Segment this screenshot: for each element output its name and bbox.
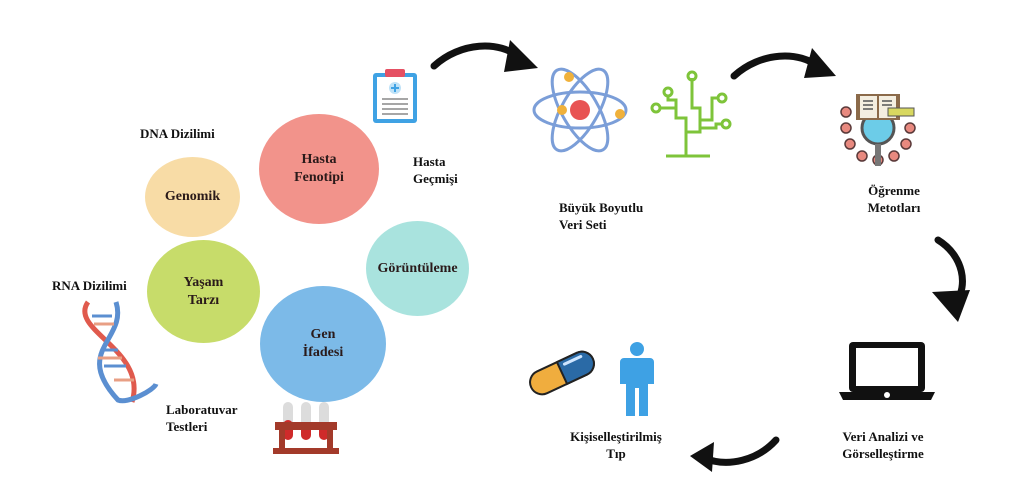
- label-laboratuvar-testleri: Laboratuvar Testleri: [166, 402, 238, 434]
- learning-book-magnifier-icon: [840, 94, 916, 166]
- arrow-to-dataset-icon: [430, 40, 538, 72]
- arrow-to-analysis-icon: [932, 236, 970, 322]
- circle-yasam-tarzi: Yaşam Tarzı: [147, 240, 260, 343]
- circle-label: Hasta Fenotipi: [294, 152, 344, 185]
- label-rna-dizilimi: RNA Dizilimi: [52, 278, 127, 293]
- label-dna-dizilimi: DNA Dizilimi: [140, 126, 215, 141]
- clipboard-icon: [373, 69, 417, 123]
- circle-label: Görüntüleme: [377, 260, 458, 276]
- circle-genomik: Genomik: [145, 157, 240, 237]
- arrow-to-learning-icon: [730, 48, 836, 80]
- circle-label: Gen İfadesi: [302, 327, 344, 360]
- arrow-to-medicine-icon: [690, 436, 780, 472]
- dna-helix-icon: [82, 300, 159, 404]
- circle-label: Genomik: [164, 189, 221, 204]
- label-ogrenme-metotlari: Öğrenme Metotları: [867, 183, 921, 215]
- atom-icon: [532, 67, 628, 153]
- circle-hasta-fenotipi: Hasta Fenotipi: [259, 114, 379, 224]
- capsule-pill-icon: [529, 350, 595, 396]
- circuit-tree-icon: [650, 70, 732, 158]
- person-icon: [620, 342, 654, 416]
- laptop-icon: [839, 342, 935, 400]
- circle-label: Yaşam Tarzı: [183, 274, 224, 308]
- label-hasta-gecmisi: Hasta Geçmişi: [413, 154, 458, 186]
- test-tubes-icon: [273, 402, 339, 454]
- label-veri-analizi: Veri Analizi ve Görselleştirme: [842, 429, 924, 461]
- label-kisisellestirilmis-tip: Kişiselleştirilmiş Tıp: [570, 429, 662, 461]
- circle-goruntuleme: Görüntüleme: [366, 221, 469, 316]
- circle-gen-ifadesi: Gen İfadesi: [260, 286, 386, 402]
- label-buyuk-boyutlu-veri-seti: Büyük Boyutlu Veri Seti: [559, 200, 644, 232]
